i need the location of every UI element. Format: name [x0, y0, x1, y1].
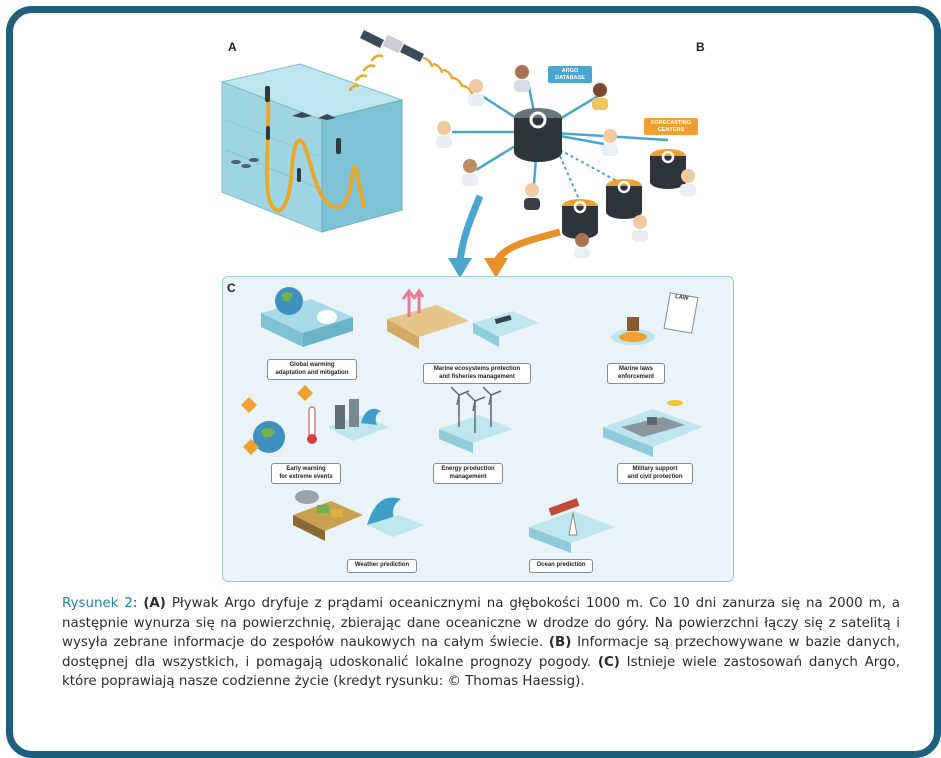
app-label-line: Military support: [632, 466, 678, 472]
app-label-line: Marine laws: [618, 366, 653, 372]
app-label-line: Ocean prediction: [536, 562, 586, 568]
app-label-line: Marine ecosystems protection: [433, 366, 521, 372]
app-label-marine-ecosystems: Marine ecosystems protection and fisheri…: [423, 363, 531, 384]
argo-database-server: [514, 108, 562, 162]
app-label-ocean-prediction: Ocean prediction: [529, 559, 593, 573]
float-drift-path: [264, 90, 366, 213]
app-label-weather-prediction: Weather prediction: [347, 559, 417, 573]
app-label-line: Weather prediction: [354, 562, 410, 568]
signal-waves: [348, 54, 474, 96]
caption-figure-label: Rysunek 2: [62, 596, 133, 611]
weather-illustration: [293, 490, 425, 541]
database-network: [436, 65, 696, 258]
scientist-icon: [436, 65, 696, 258]
blue-arrow: [456, 194, 484, 263]
panel-b-letter: B: [696, 40, 705, 54]
forecasting-server: [562, 199, 598, 239]
panel-a-letter: A: [228, 40, 237, 54]
applications-panel: C: [222, 276, 734, 582]
caption-tag-a: (A): [143, 596, 166, 611]
app-label-line: adaptation and mitigation: [275, 369, 349, 376]
app-label-marine-laws: Marine laws enforcement: [607, 363, 665, 384]
app-label-global-warming: Global warming adaptation and mitigation: [267, 359, 357, 380]
blue-arrow-head: [448, 258, 472, 278]
caption-text-a: Pływak Argo dryfuje z prądami oceaniczny…: [62, 596, 900, 651]
global-warming-illustration: [261, 287, 353, 347]
caption-tag-b: (B): [548, 635, 572, 651]
figure-caption: Rysunek 2: (A) Pływak Argo dryfuje z prą…: [62, 594, 900, 692]
app-label-line: and civil protection: [627, 473, 683, 480]
argo-float-icon: [265, 86, 341, 182]
ocean-block: [220, 63, 404, 233]
early-warning-illustration: [241, 385, 389, 455]
caption-text-c: Istnieje wiele zastosowań danych Argo, k…: [62, 654, 901, 690]
forecasting-server: [650, 149, 686, 189]
app-label-line: and fisheries management: [439, 373, 515, 380]
app-label-line: Energy production: [441, 466, 495, 472]
fish-school-icon: [231, 158, 259, 168]
forecasting-server: [606, 179, 642, 219]
app-label-line: Global warming: [289, 362, 335, 368]
panel-c-letter: C: [227, 281, 236, 295]
forecasting-centers-tag: FORECASTING CENTERS: [644, 118, 698, 135]
caption-text-b: Informacje są przechowywane w bazie dany…: [62, 635, 900, 670]
argo-database-tag-line: ARGO: [561, 68, 579, 74]
app-label-line: for extreme events: [279, 473, 333, 480]
orange-arrow: [492, 228, 561, 264]
manta-ray-icon: [318, 114, 336, 120]
forecasting-centers-tag-line: CENTERS: [657, 126, 685, 133]
manta-ray-icon: [292, 112, 312, 118]
ocean-prediction-illustration: [529, 498, 615, 553]
forecasting-centers-tag-line: FORECASTING: [650, 120, 692, 126]
military-illustration: [603, 400, 703, 457]
app-label-line: enforcement: [617, 373, 654, 380]
marine-ecosystems-illustration: [387, 288, 539, 349]
caption-separator: :: [132, 596, 144, 611]
applications-illustrations: [241, 287, 703, 553]
energy-production-illustration: [439, 386, 513, 453]
app-label-military-support: Military support and civil protection: [617, 463, 693, 484]
marine-laws-illustration: [611, 292, 699, 345]
caption-tag-c: (C): [597, 654, 620, 670]
app-label-line: management: [449, 473, 487, 480]
orange-arrow-head: [484, 258, 508, 278]
app-label-line: Early warning: [286, 466, 326, 472]
satellite-icon: [360, 30, 424, 62]
argo-database-tag-line: DATABASE: [555, 74, 585, 81]
app-label-energy-production: Energy production management: [433, 463, 503, 484]
app-label-early-warning: Early warning for extreme events: [271, 463, 341, 484]
argo-database-tag: ARGO DATABASE: [548, 66, 592, 83]
